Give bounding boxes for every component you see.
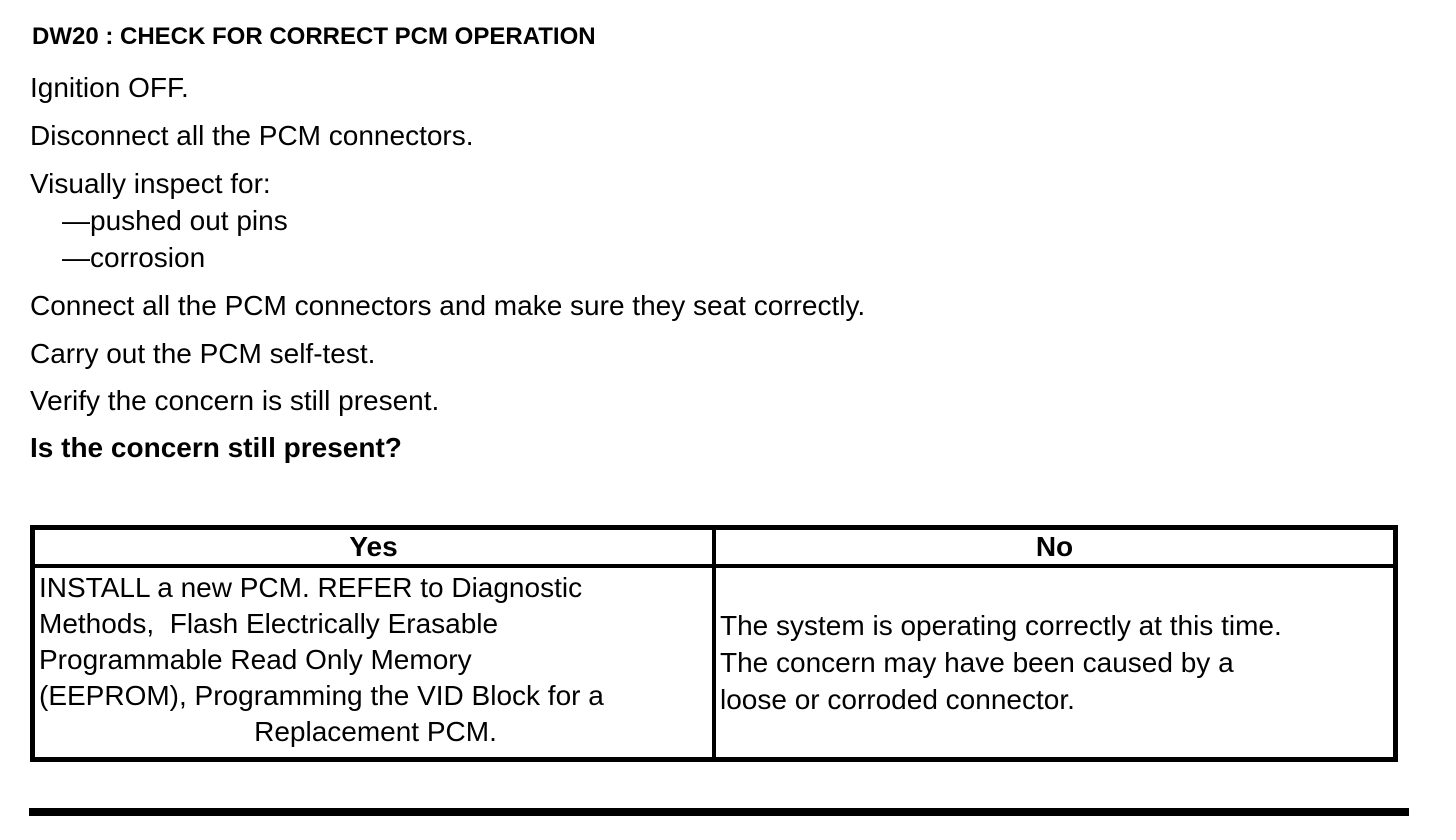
decision-table: Yes No INSTALL a new PCM. REFER to Diagn… [30, 525, 1398, 762]
step-ignition-off: Ignition OFF. [30, 72, 189, 103]
yes-action-line: (EEPROM), Programming the VID Block for … [39, 680, 604, 711]
yes-action-cell: INSTALL a new PCM. REFER to Diagnostic M… [30, 564, 716, 762]
decision-table-action-row: INSTALL a new PCM. REFER to Diagnostic M… [30, 564, 1398, 762]
procedure-title: DW20 : CHECK FOR CORRECT PCM OPERATION [32, 23, 596, 50]
decision-question: Is the concern still present? [30, 432, 402, 463]
no-column-header: No [712, 525, 1398, 568]
step-self-test: Carry out the PCM self-test. [30, 338, 376, 369]
yes-action-line: Programmable Read Only Memory [39, 644, 472, 675]
no-action-line: The concern may have been caused by a [720, 647, 1234, 678]
step-connect-connectors: Connect all the PCM connectors and make … [30, 290, 866, 321]
yes-action-line: Methods, Flash Electrically Erasable [39, 608, 499, 639]
inspect-item-corrosion: —corrosion [62, 242, 206, 273]
yes-column-header: Yes [30, 525, 716, 568]
no-action-line: loose or corroded connector. [720, 684, 1075, 715]
inspect-item-pushed-out-pins: —pushed out pins [62, 205, 288, 236]
step-visually-inspect: Visually inspect for: [30, 168, 271, 199]
no-action-cell: The system is operating correctly at thi… [712, 564, 1398, 762]
yes-action-line: Replacement PCM. [254, 716, 497, 747]
step-disconnect-connectors: Disconnect all the PCM connectors. [30, 120, 474, 151]
horizontal-rule [29, 808, 1409, 816]
decision-table-header-row: Yes No [30, 525, 1398, 568]
yes-action-line: INSTALL a new PCM. REFER to Diagnostic [39, 572, 583, 603]
step-verify-concern: Verify the concern is still present. [30, 385, 440, 416]
no-action-line: The system is operating correctly at thi… [720, 610, 1282, 641]
